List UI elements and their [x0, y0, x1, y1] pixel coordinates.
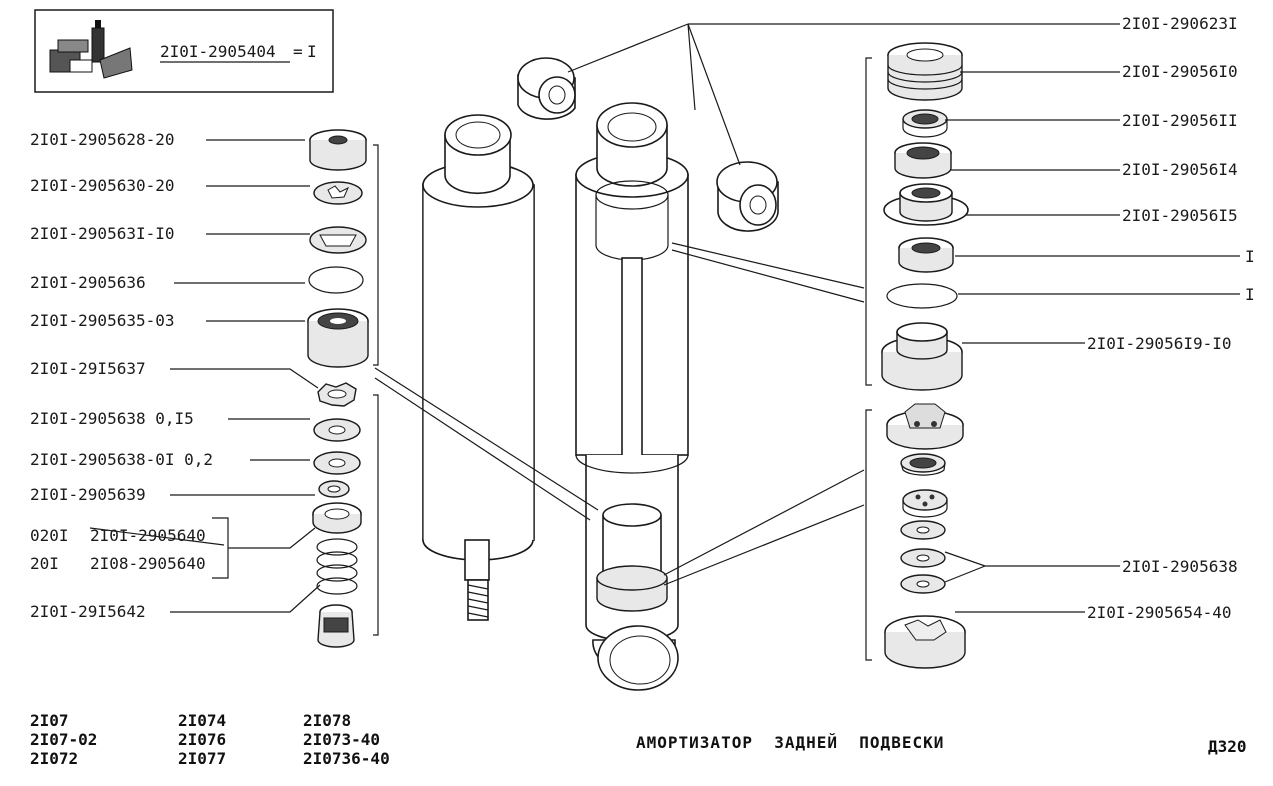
right-label-4: 2I0I-29056I4 — [1122, 160, 1238, 179]
right-label-5: 2I0I-29056I5 — [1122, 206, 1238, 225]
variant-row2-code: 2I08-2905640 — [90, 554, 206, 573]
left-label-1: 2I0I-2905628-20 — [30, 130, 175, 149]
right-parts-stack — [881, 42, 969, 669]
left-stack-bracket — [373, 144, 379, 366]
left-label-2: 2I0I-2905630-20 — [30, 176, 175, 195]
right-stack-bracket — [865, 57, 872, 386]
left-label-9: 2I0I-2905639 — [30, 485, 146, 504]
model-c2-2: 2I076 — [178, 730, 226, 749]
left-label-10: 2I0I-29I5642 — [30, 602, 146, 621]
kit-eq: = — [293, 42, 303, 61]
right-label-7: I — [1245, 285, 1255, 304]
left-label-8: 2I0I-2905638-0I 0,2 — [30, 450, 213, 469]
kit-code: 2I0I-2905404 — [160, 42, 276, 61]
left-label-4: 2I0I-2905636 — [30, 273, 146, 292]
variant-row1-prefix: 020I — [30, 526, 69, 545]
bushings — [517, 57, 779, 232]
left-labels: 2I0I-2905628-20 2I0I-2905630-20 2I0I-290… — [30, 130, 321, 621]
centre-leaders — [374, 23, 1120, 586]
model-c3-2: 2I073-40 — [303, 730, 380, 749]
left-label-7: 2I0I-2905638 0,I5 — [30, 409, 194, 428]
shock-absorber-outer — [422, 114, 535, 621]
model-c3-3: 2I0736-40 — [303, 749, 390, 768]
model-c1-1: 2I07 — [30, 711, 69, 730]
right-label-8: 2I0I-29056I9-I0 — [1087, 334, 1232, 353]
kit-icon — [49, 20, 133, 79]
right-label-1: 2I0I-290623I — [1122, 14, 1238, 33]
kit-box: 2I0I-2905404 = I — [34, 9, 334, 93]
page-title: АМОРТИЗАТОР ЗАДНЕЙ ПОДВЕСКИ — [636, 733, 944, 752]
right-label-2: 2I0I-29056I0 — [1122, 62, 1238, 81]
shock-absorber-section — [575, 102, 689, 691]
variant-group: 020I 2I0I-2905640 20I 2I08-2905640 — [30, 517, 316, 579]
model-c1-3: 2I072 — [30, 749, 78, 768]
right-leaders — [944, 71, 1240, 613]
left-label-5: 2I0I-2905635-03 — [30, 311, 175, 330]
right-label-3: 2I0I-29056II — [1122, 111, 1238, 130]
variant-row2-prefix: 20I — [30, 554, 59, 573]
model-c2-1: 2I074 — [178, 711, 226, 730]
kit-suffix: I — [307, 42, 317, 61]
model-c1-2: 2I07-02 — [30, 730, 97, 749]
model-c3-1: 2I078 — [303, 711, 351, 730]
model-c2-3: 2I077 — [178, 749, 226, 768]
left-parts-stack — [307, 129, 369, 648]
left-label-6: 2I0I-29I5637 — [30, 359, 146, 378]
page-code: Д320 — [1208, 737, 1247, 756]
right-label-10: 2I0I-2905654-40 — [1087, 603, 1232, 622]
right-label-9: 2I0I-2905638 — [1122, 557, 1238, 576]
left-label-3: 2I0I-290563I-I0 — [30, 224, 175, 243]
right-label-6: I — [1245, 247, 1255, 266]
right-labels: 2I0I-290623I 2I0I-29056I0 2I0I-29056II 2… — [1087, 14, 1255, 622]
footer-models: 2I07 2I07-02 2I072 2I074 2I076 2I077 2I0… — [30, 711, 390, 768]
